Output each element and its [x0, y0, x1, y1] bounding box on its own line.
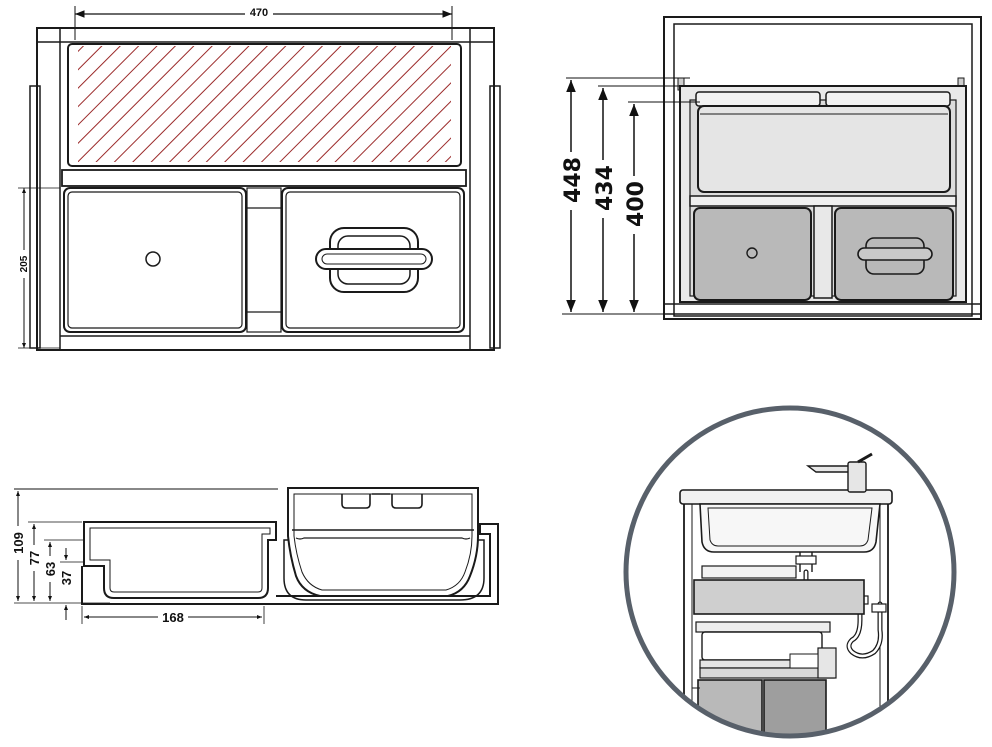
width-label: 470	[250, 7, 268, 19]
length-label: 168	[162, 610, 184, 625]
drain-hole-icon	[145, 251, 161, 267]
handle-front-icon	[857, 237, 933, 275]
sink-basin	[699, 503, 881, 553]
height-37-label: 37	[59, 571, 74, 585]
height-label: 205	[19, 255, 30, 272]
dim-448-label: 448	[561, 157, 586, 203]
bin-profile	[287, 487, 479, 597]
cabinet-outline	[663, 16, 982, 320]
handle-icon	[315, 227, 433, 293]
top-tray	[697, 105, 951, 193]
middle-rail	[61, 169, 467, 187]
side-view: 109 77 63 37 168	[10, 487, 499, 625]
installation-view	[623, 405, 957, 739]
drain-hole-front-icon	[746, 247, 758, 259]
faucet-icon	[805, 452, 873, 493]
detail-circle	[623, 405, 957, 739]
dim-434-label: 434	[593, 165, 618, 211]
height-63-label: 63	[43, 562, 58, 576]
height-77-label: 77	[27, 551, 42, 565]
height-total-label: 109	[11, 532, 26, 554]
front-view: 448 434 400	[560, 16, 982, 320]
top-view: 470 205	[15, 5, 501, 351]
installed-tray	[693, 579, 865, 615]
dim-400-label: 400	[624, 181, 649, 227]
